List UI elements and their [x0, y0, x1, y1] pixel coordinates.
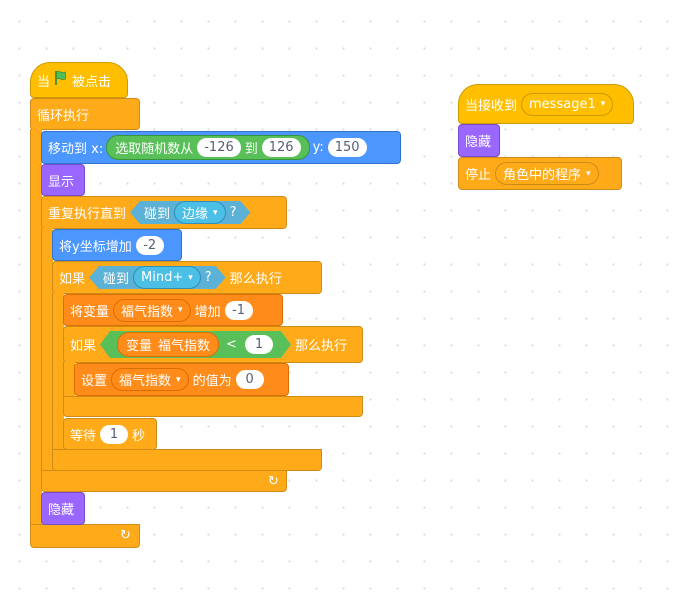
repeat-until-label: 重复执行直到: [48, 207, 127, 222]
variable-reporter-label: 变量: [126, 339, 153, 354]
pick-random-label: 选取随机数从: [115, 142, 194, 157]
hide-block[interactable]: 隐藏: [458, 124, 500, 157]
stop-option-value: 角色中的程序: [503, 168, 582, 183]
stop-option-dropdown[interactable]: 角色中的程序 ▾: [495, 162, 599, 185]
stop-block[interactable]: 停止 角色中的程序 ▾: [458, 157, 622, 190]
wait-input[interactable]: 1: [100, 424, 129, 444]
message-value: message1: [529, 96, 596, 112]
repeat-until-block[interactable]: 重复执行直到 碰到 边缘 ▾ ?: [41, 196, 287, 229]
green-flag-icon: [53, 70, 69, 90]
if-touching-arm: [52, 293, 64, 450]
wait-label: 等待: [70, 428, 97, 444]
touching-label: 碰到: [144, 207, 171, 222]
change-y-input[interactable]: -2: [135, 235, 164, 255]
forever-cap: [30, 524, 140, 548]
random-to-label: 到: [244, 142, 258, 157]
hide-label: 隐藏: [48, 503, 75, 518]
change-y-label: 将y坐标增加: [59, 239, 132, 255]
then-label: 那么执行: [294, 339, 347, 354]
less-than-symbol: <: [226, 337, 237, 352]
go-to-label: 移动到 x:: [48, 142, 104, 157]
question-mark: ?: [204, 270, 212, 285]
less-than-condition[interactable]: 变量 福气指数 < 1: [100, 331, 291, 358]
forever-arm: [30, 129, 42, 525]
if-label: 如果: [59, 272, 86, 287]
repeat-until-cap: [41, 470, 287, 492]
set-to-label: 的值为: [192, 374, 232, 389]
loop-arrow-icon: ↻: [268, 474, 279, 489]
variable-name: 福气指数: [121, 304, 174, 320]
dropdown-caret-icon: ▾: [188, 272, 193, 283]
touching-mind-condition[interactable]: 碰到 Mind+ ▾ ?: [89, 266, 226, 289]
then-label: 那么执行: [229, 272, 282, 287]
y-input[interactable]: 150: [327, 138, 367, 157]
forever-label: 循环执行: [37, 108, 90, 124]
set-variable-block[interactable]: 设置 福气指数 ▾ 的值为 0: [74, 363, 289, 396]
change-var-label: 将变量: [70, 304, 110, 320]
loop-arrow-icon: ↻: [120, 528, 131, 543]
if-compare-block[interactable]: 如果 变量 福气指数 < 1 那么执行: [63, 326, 363, 363]
show-label: 显示: [48, 174, 75, 190]
set-label: 设置: [81, 374, 108, 389]
pick-random-reporter[interactable]: 选取随机数从 -126 到 126: [106, 135, 310, 160]
when-receive-hat[interactable]: 当接收到 message1 ▾: [458, 84, 634, 124]
repeat-until-arm: [41, 228, 53, 471]
dropdown-caret-icon: ▾: [213, 207, 218, 218]
if-compare-cap: [63, 396, 363, 417]
set-value-input[interactable]: 0: [235, 370, 264, 389]
change-variable-block[interactable]: 将变量 福气指数 ▾ 增加 -1: [63, 294, 283, 326]
if-touching-block[interactable]: 如果 碰到 Mind+ ▾ ? 那么执行: [52, 261, 322, 294]
change-by-label: 增加: [194, 304, 221, 320]
change-var-input[interactable]: -1: [224, 300, 253, 320]
y-label: y:: [312, 140, 324, 155]
touching-edge-condition[interactable]: 碰到 边缘 ▾ ?: [130, 201, 250, 224]
show-block[interactable]: 显示: [41, 164, 85, 196]
compare-input[interactable]: 1: [245, 335, 273, 354]
when-suffix: 被点击: [72, 74, 112, 90]
when-flag-clicked-hat[interactable]: 当 被点击: [30, 62, 128, 98]
variable-dropdown[interactable]: 福气指数 ▾: [111, 368, 189, 391]
variable-name: 福气指数: [119, 374, 172, 389]
forever-block[interactable]: 循环执行: [30, 98, 140, 130]
touching-target-value: Mind+: [141, 270, 184, 285]
change-y-block[interactable]: 将y坐标增加 -2: [52, 229, 182, 261]
variable-dropdown[interactable]: 福气指数 ▾: [113, 298, 191, 322]
dropdown-caret-icon: ▾: [586, 168, 591, 179]
if-label: 如果: [70, 339, 97, 354]
if-compare-arm: [63, 362, 75, 397]
seconds-label: 秒: [132, 428, 146, 444]
variable-reporter-name: 福气指数: [158, 339, 211, 354]
stop-label: 停止: [465, 168, 492, 183]
message-dropdown[interactable]: message1 ▾: [521, 92, 614, 116]
wait-block[interactable]: 等待 1 秒: [63, 418, 157, 450]
go-to-xy-block[interactable]: 移动到 x: 选取随机数从 -126 到 126 y: 150: [41, 131, 401, 164]
dropdown-caret-icon: ▾: [600, 99, 606, 109]
touching-target-value: 边缘: [182, 207, 209, 222]
if-touching-cap: [52, 449, 322, 471]
touching-label: 碰到: [103, 272, 130, 287]
when-receive-label: 当接收到: [465, 98, 518, 114]
variable-reporter[interactable]: 变量 福气指数: [117, 332, 219, 357]
random-from-input[interactable]: -126: [197, 138, 241, 157]
question-mark: ?: [229, 205, 237, 220]
dropdown-caret-icon: ▾: [178, 305, 183, 315]
when-prefix: 当: [37, 74, 51, 90]
hide-label: 隐藏: [465, 135, 492, 150]
dropdown-caret-icon: ▾: [176, 374, 181, 385]
hide-block[interactable]: 隐藏: [41, 492, 85, 525]
touching-target-dropdown[interactable]: 边缘 ▾: [174, 201, 226, 224]
random-to-input[interactable]: 126: [261, 138, 301, 157]
touching-target-dropdown[interactable]: Mind+ ▾: [133, 266, 201, 289]
